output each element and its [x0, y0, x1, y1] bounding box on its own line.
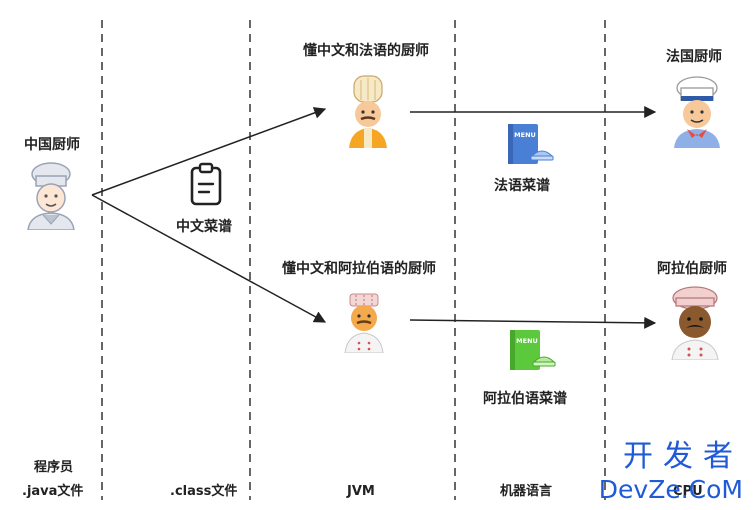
- bilingual-chef-ar-icon: [344, 293, 384, 353]
- col-java-file-label: .java文件: [22, 484, 84, 499]
- ar-bilingual-chef-label: 懂中文和阿拉伯语的厨师: [282, 261, 436, 277]
- cn-chef-label: 中国厨师: [24, 137, 80, 153]
- arrow-ar-to-archef: [409, 316, 657, 329]
- cn-recipe-label: 中文菜谱: [176, 219, 232, 235]
- col-machine-lang-label: 机器语言: [500, 484, 553, 499]
- watermark-en: DevZe.CoM: [598, 475, 743, 504]
- fr-bilingual-chef-label: 懂中文和法语的厨师: [303, 43, 429, 59]
- fr-menu-label: 法语菜谱: [494, 178, 550, 194]
- arrow-cn-to-fr: [91, 107, 327, 196]
- french-menu-icon: MENU: [508, 124, 554, 164]
- clipboard-icon: [190, 162, 222, 206]
- menu-label-fr: MENU: [514, 131, 536, 139]
- chinese-chef-icon: [27, 162, 75, 230]
- fr-chef-label: 法国厨师: [666, 49, 722, 65]
- ar-chef-label: 阿拉伯厨师: [657, 261, 727, 277]
- watermark: 开发者 DevZe.CoM: [595, 439, 745, 504]
- col-class-file-label: .class文件: [170, 484, 238, 499]
- arabic-chef-icon: [671, 286, 719, 360]
- ar-menu-label: 阿拉伯语菜谱: [483, 391, 567, 407]
- col-programmer-label: 程序员: [34, 460, 74, 475]
- col-cpu-label: CPU: [673, 484, 703, 499]
- bilingual-chef-fr-icon: [349, 75, 387, 148]
- menu-label-ar: MENU: [516, 337, 538, 345]
- col-jvm-label: JVM: [347, 484, 375, 499]
- watermark-cn: 开发者: [623, 439, 743, 474]
- arabic-menu-icon: MENU: [510, 330, 556, 370]
- french-chef-icon: [674, 76, 720, 148]
- arrow-cn-to-ar: [91, 194, 327, 323]
